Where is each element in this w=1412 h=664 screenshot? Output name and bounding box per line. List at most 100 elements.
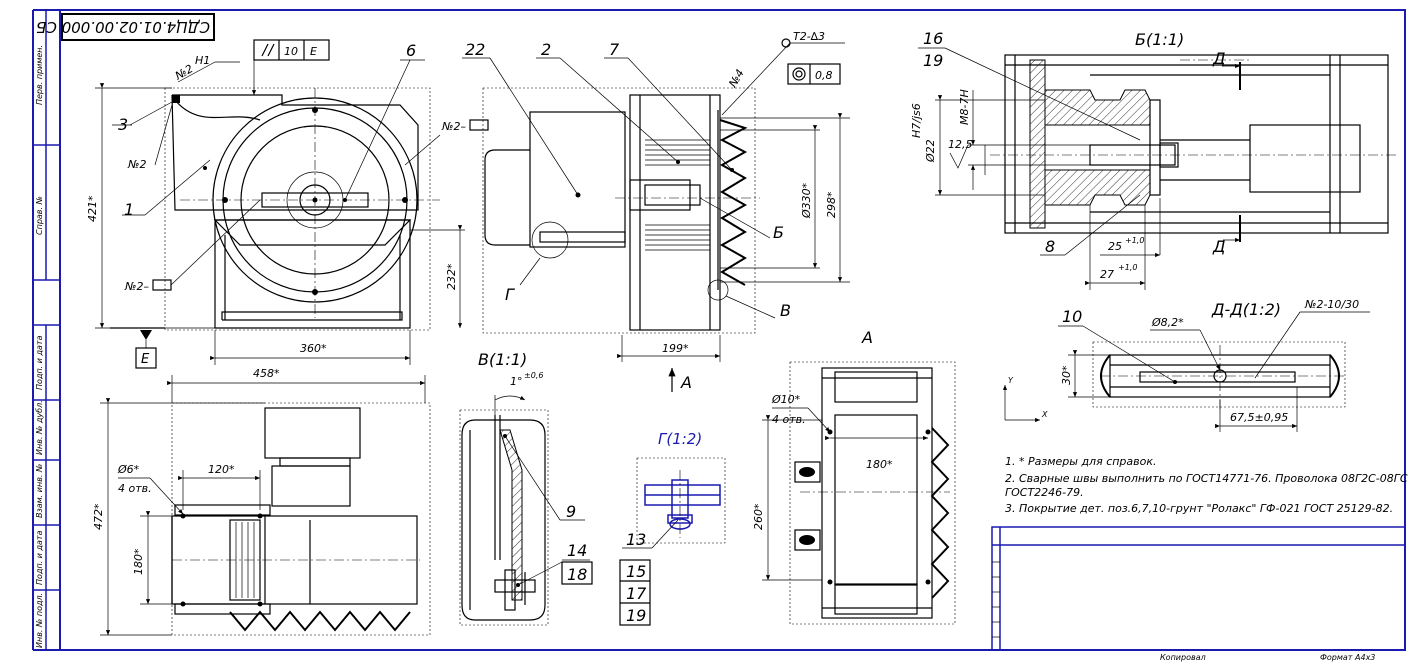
svg-text:В(1:1): В(1:1) bbox=[478, 350, 527, 369]
svg-text:М8-7Н: М8-7Н bbox=[958, 89, 971, 125]
svg-text:Инв. № подл.: Инв. № подл. bbox=[35, 593, 44, 648]
section-b: Б(1:1) Д Д bbox=[990, 30, 1398, 256]
svg-text:232*: 232* bbox=[445, 263, 458, 290]
svg-text:0,8: 0,8 bbox=[815, 69, 833, 82]
svg-text:Б: Б bbox=[773, 223, 784, 242]
svg-text:Ø10*: Ø10* bbox=[771, 393, 801, 406]
svg-text:4 отв.: 4 отв. bbox=[772, 413, 806, 426]
svg-text:14: 14 bbox=[567, 541, 587, 560]
section-d-dimensions: 30* 67,5±0,95 Ø8,2* №2-10/30 bbox=[1060, 298, 1370, 432]
svg-text:±0,6: ±0,6 bbox=[524, 371, 543, 380]
top-view bbox=[171, 402, 431, 636]
svg-text:421*: 421* bbox=[86, 195, 99, 222]
svg-text:Т2-∆3: Т2-∆3 bbox=[793, 30, 825, 43]
top-view-dimensions: 458* 472* 120* 180* Ø6* 4 отв. bbox=[92, 367, 426, 636]
svg-text:260*: 260* bbox=[752, 503, 765, 530]
side-view bbox=[482, 87, 760, 334]
section-d: Д-Д(1:2) bbox=[1092, 300, 1346, 412]
svg-text:16: 16 bbox=[923, 29, 943, 48]
svg-text:+1,0: +1,0 bbox=[1118, 263, 1137, 272]
svg-text:А: А bbox=[680, 373, 692, 392]
svg-text:67,5±0,95: 67,5±0,95 bbox=[1230, 411, 1288, 424]
svg-text:Д: Д bbox=[1212, 237, 1226, 256]
svg-text:№4: №4 bbox=[726, 67, 747, 90]
svg-text:В: В bbox=[780, 301, 791, 320]
svg-text:Е: Е bbox=[310, 45, 317, 58]
svg-text:Б(1:1): Б(1:1) bbox=[1135, 30, 1184, 49]
svg-text:13: 13 bbox=[626, 530, 646, 549]
svg-text:10: 10 bbox=[284, 45, 298, 58]
section-g-callouts: 13 15 17 19 bbox=[619, 519, 679, 626]
svg-text:17: 17 bbox=[626, 584, 647, 603]
title-block bbox=[991, 526, 1406, 651]
svg-text:+1,0: +1,0 bbox=[1125, 236, 1144, 245]
svg-text:27: 27 bbox=[1100, 268, 1114, 281]
svg-text:X: X bbox=[1041, 410, 1048, 419]
technical-notes: 1. * Размеры для справок. 2. Сварные швы… bbox=[1005, 455, 1408, 515]
svg-text:1: 1 bbox=[124, 200, 134, 219]
section-g: Г(1:2) bbox=[636, 430, 726, 544]
note-1: 1. * Размеры для справок. bbox=[1005, 455, 1157, 468]
side-view-callouts: 22 2 7 Б В Г bbox=[462, 40, 791, 320]
svg-text:№2–: №2– bbox=[124, 280, 149, 293]
svg-text:Перв. примен.: Перв. примен. bbox=[35, 45, 44, 105]
svg-text:180*: 180* bbox=[132, 548, 145, 575]
svg-text:Г(1:2): Г(1:2) bbox=[658, 430, 702, 448]
designation-text: СДЦ4.01.02.00.000 СБ bbox=[36, 18, 210, 36]
svg-text:2: 2 bbox=[541, 40, 551, 59]
svg-text:1°: 1° bbox=[510, 375, 523, 388]
svg-text:Д-Д(1:2): Д-Д(1:2) bbox=[1211, 300, 1281, 319]
svg-text:Н1: Н1 bbox=[195, 54, 210, 67]
svg-text:Ø6*: Ø6* bbox=[117, 463, 140, 476]
svg-text:18: 18 bbox=[567, 565, 587, 584]
svg-text:№2: №2 bbox=[172, 62, 195, 83]
copied-label: Копировал bbox=[1160, 653, 1206, 662]
section-d-callouts: 10 bbox=[1058, 307, 1176, 383]
svg-text:Y: Y bbox=[1008, 376, 1014, 385]
axis-indicator: Y X bbox=[1002, 376, 1048, 423]
section-b-callouts: 16 19 8 bbox=[918, 29, 1141, 256]
section-v-dimensions: 1° ±0,6 bbox=[494, 371, 543, 415]
svg-text:12,5: 12,5 bbox=[948, 138, 973, 151]
svg-text:6: 6 bbox=[406, 41, 416, 60]
svg-text:Г: Г bbox=[505, 285, 515, 304]
impeller-blades bbox=[645, 139, 710, 251]
svg-text:№2-10/30: №2-10/30 bbox=[1304, 298, 1359, 311]
front-view-dimensions: 421* 232* 360* Е 10 Е bbox=[86, 39, 465, 369]
note-3: 3. Покрытие дет. поз.6,7,10-грунт "Ролак… bbox=[1005, 502, 1393, 515]
note-2-cont: ГОСТ2246-79. bbox=[1005, 486, 1084, 499]
svg-text:№2–: №2– bbox=[441, 120, 466, 133]
svg-text:120*: 120* bbox=[208, 463, 235, 476]
svg-text:Инв. № дубл.: Инв. № дубл. bbox=[35, 400, 44, 455]
drawing-frame bbox=[32, 9, 1406, 651]
side-stamp-labels: Перв. примен. Справ. № Подп. и дата Инв.… bbox=[35, 45, 44, 648]
format-label: Формат А4х3 bbox=[1320, 653, 1375, 662]
svg-text:360*: 360* bbox=[300, 342, 327, 355]
svg-text:199*: 199* bbox=[662, 342, 689, 355]
svg-text:Ø8,2*: Ø8,2* bbox=[1151, 316, 1184, 329]
svg-text:Ø22: Ø22 bbox=[924, 139, 937, 163]
svg-text:458*: 458* bbox=[253, 367, 280, 380]
svg-text:472*: 472* bbox=[92, 503, 105, 530]
designation-box: СДЦ4.01.02.00.000 СБ bbox=[36, 13, 215, 41]
svg-text:3: 3 bbox=[118, 115, 128, 134]
svg-text:Ø330*: Ø330* bbox=[800, 182, 813, 219]
svg-text:Подп. и дата: Подп. и дата bbox=[35, 335, 44, 390]
svg-text:22: 22 bbox=[465, 40, 485, 59]
section-v: В(1:1) bbox=[459, 350, 549, 626]
svg-text:298*: 298* bbox=[825, 191, 838, 218]
svg-text:19: 19 bbox=[626, 606, 646, 625]
svg-text:25: 25 bbox=[1108, 240, 1122, 253]
svg-text:4 отв.: 4 отв. bbox=[118, 482, 152, 495]
view-a: А bbox=[789, 328, 956, 625]
note-2: 2. Сварные швы выполнить по ГОСТ14771-76… bbox=[1005, 472, 1408, 485]
svg-text:Д: Д bbox=[1212, 49, 1226, 68]
svg-text:7: 7 bbox=[609, 40, 620, 59]
svg-text:Подп. и дата: Подп. и дата bbox=[35, 530, 44, 585]
svg-text:15: 15 bbox=[626, 562, 646, 581]
svg-text:19: 19 bbox=[923, 51, 943, 70]
svg-text:8: 8 bbox=[1045, 237, 1055, 256]
svg-text:180*: 180* bbox=[866, 458, 893, 471]
front-view-callouts: 3 1 6 Н1 №2 №2 №2– №2– bbox=[112, 41, 489, 293]
